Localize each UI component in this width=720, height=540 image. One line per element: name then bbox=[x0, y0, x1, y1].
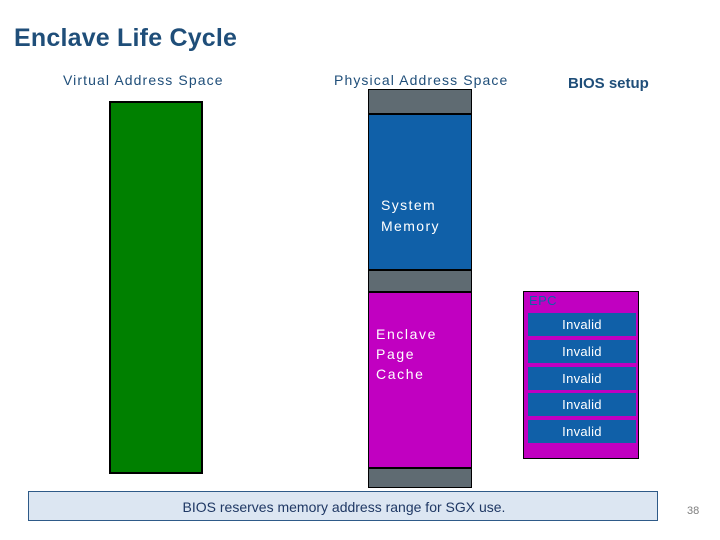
enclave-page-cache-text: Enclave Page Cache bbox=[376, 324, 437, 384]
epc-entry-row: Invalid bbox=[528, 420, 636, 443]
epc-line-2: Page bbox=[376, 346, 416, 362]
bios-setup-label: BIOS setup bbox=[568, 75, 649, 92]
system-memory-line-2: Memory bbox=[381, 218, 440, 234]
caption-bar: BIOS reserves memory address range for S… bbox=[28, 491, 658, 521]
epc-line-1: Enclave bbox=[376, 326, 438, 342]
system-memory-line-1: System bbox=[381, 197, 437, 213]
virtual-address-space-block bbox=[109, 101, 203, 474]
system-memory-block: System Memory bbox=[368, 114, 472, 270]
page-title: Enclave Life Cycle bbox=[14, 24, 238, 52]
enclave-page-cache-block: Enclave Page Cache bbox=[368, 292, 472, 468]
epc-entry-stack: EPC Invalid Invalid Invalid Invalid Inva… bbox=[523, 291, 639, 459]
physical-address-space-label: Physical Address Space bbox=[334, 72, 509, 88]
physical-memory-gray-band-bottom bbox=[368, 468, 472, 488]
virtual-address-space-label: Virtual Address Space bbox=[63, 72, 224, 88]
physical-memory-gray-band-top bbox=[368, 89, 472, 114]
caption-text: BIOS reserves memory address range for S… bbox=[182, 499, 506, 515]
epc-entry-row: Invalid bbox=[528, 313, 636, 336]
epc-entry-row: Invalid bbox=[528, 367, 636, 390]
physical-memory-gray-band-middle bbox=[368, 270, 472, 292]
epc-entry-row: Invalid bbox=[528, 393, 636, 416]
slide-number: 38 bbox=[687, 505, 700, 517]
system-memory-text: System Memory bbox=[381, 195, 440, 237]
epc-stack-header: EPC bbox=[529, 293, 557, 308]
epc-entry-row: Invalid bbox=[528, 340, 636, 363]
epc-line-3: Cache bbox=[376, 366, 425, 382]
